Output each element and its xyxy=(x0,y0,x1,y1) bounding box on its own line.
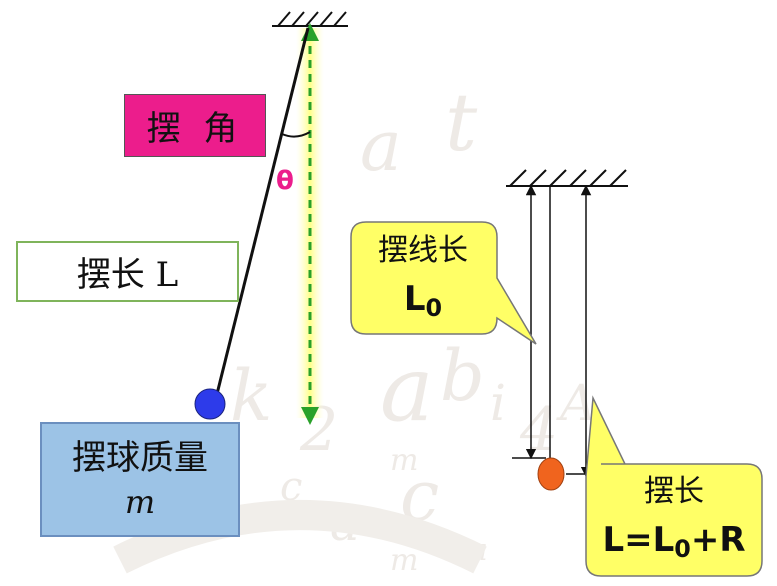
callout-total-length-bubble xyxy=(585,395,763,577)
ceiling-hatch-left xyxy=(272,11,348,27)
mass-label: 摆球质量 xyxy=(72,437,208,478)
callout-thread-length-bubble xyxy=(350,221,537,345)
callout-thread-length-text: 摆线长 L0 xyxy=(350,224,496,334)
svg-text:m: m xyxy=(390,443,418,478)
length-label-box: 摆长 L xyxy=(16,241,239,302)
total-length-formula: L=L0+R xyxy=(602,519,746,563)
angle-arc xyxy=(281,131,311,138)
svg-text:b: b xyxy=(440,335,485,417)
svg-text:t: t xyxy=(445,76,478,169)
svg-text:i: i xyxy=(490,374,506,432)
length-label: 摆长 L xyxy=(76,255,179,295)
pendulum-string xyxy=(213,27,310,403)
svg-text:a: a xyxy=(360,105,402,187)
mass-label-box: 摆球质量 m xyxy=(40,422,240,537)
svg-text:a: a xyxy=(380,337,434,442)
ceiling-hatch-right xyxy=(506,169,628,187)
callout-total-length-text: 摆长 L=L0+R xyxy=(586,464,762,576)
thread-length-title: 摆线长 xyxy=(378,232,468,268)
pendulum-bob-orange xyxy=(537,457,565,491)
theta-symbol: θ xyxy=(276,166,294,196)
svg-text:c: c xyxy=(280,464,302,510)
total-length-title: 摆长 xyxy=(644,473,704,509)
angle-label-box: 摆 角 xyxy=(124,94,266,157)
angle-label: 摆 角 xyxy=(146,109,244,149)
svg-text:4: 4 xyxy=(519,395,558,465)
svg-text:m: m xyxy=(390,543,418,578)
thread-length-formula: L0 xyxy=(403,278,443,322)
pendulum-bob-blue xyxy=(194,388,226,420)
mass-symbol: m xyxy=(124,482,156,521)
